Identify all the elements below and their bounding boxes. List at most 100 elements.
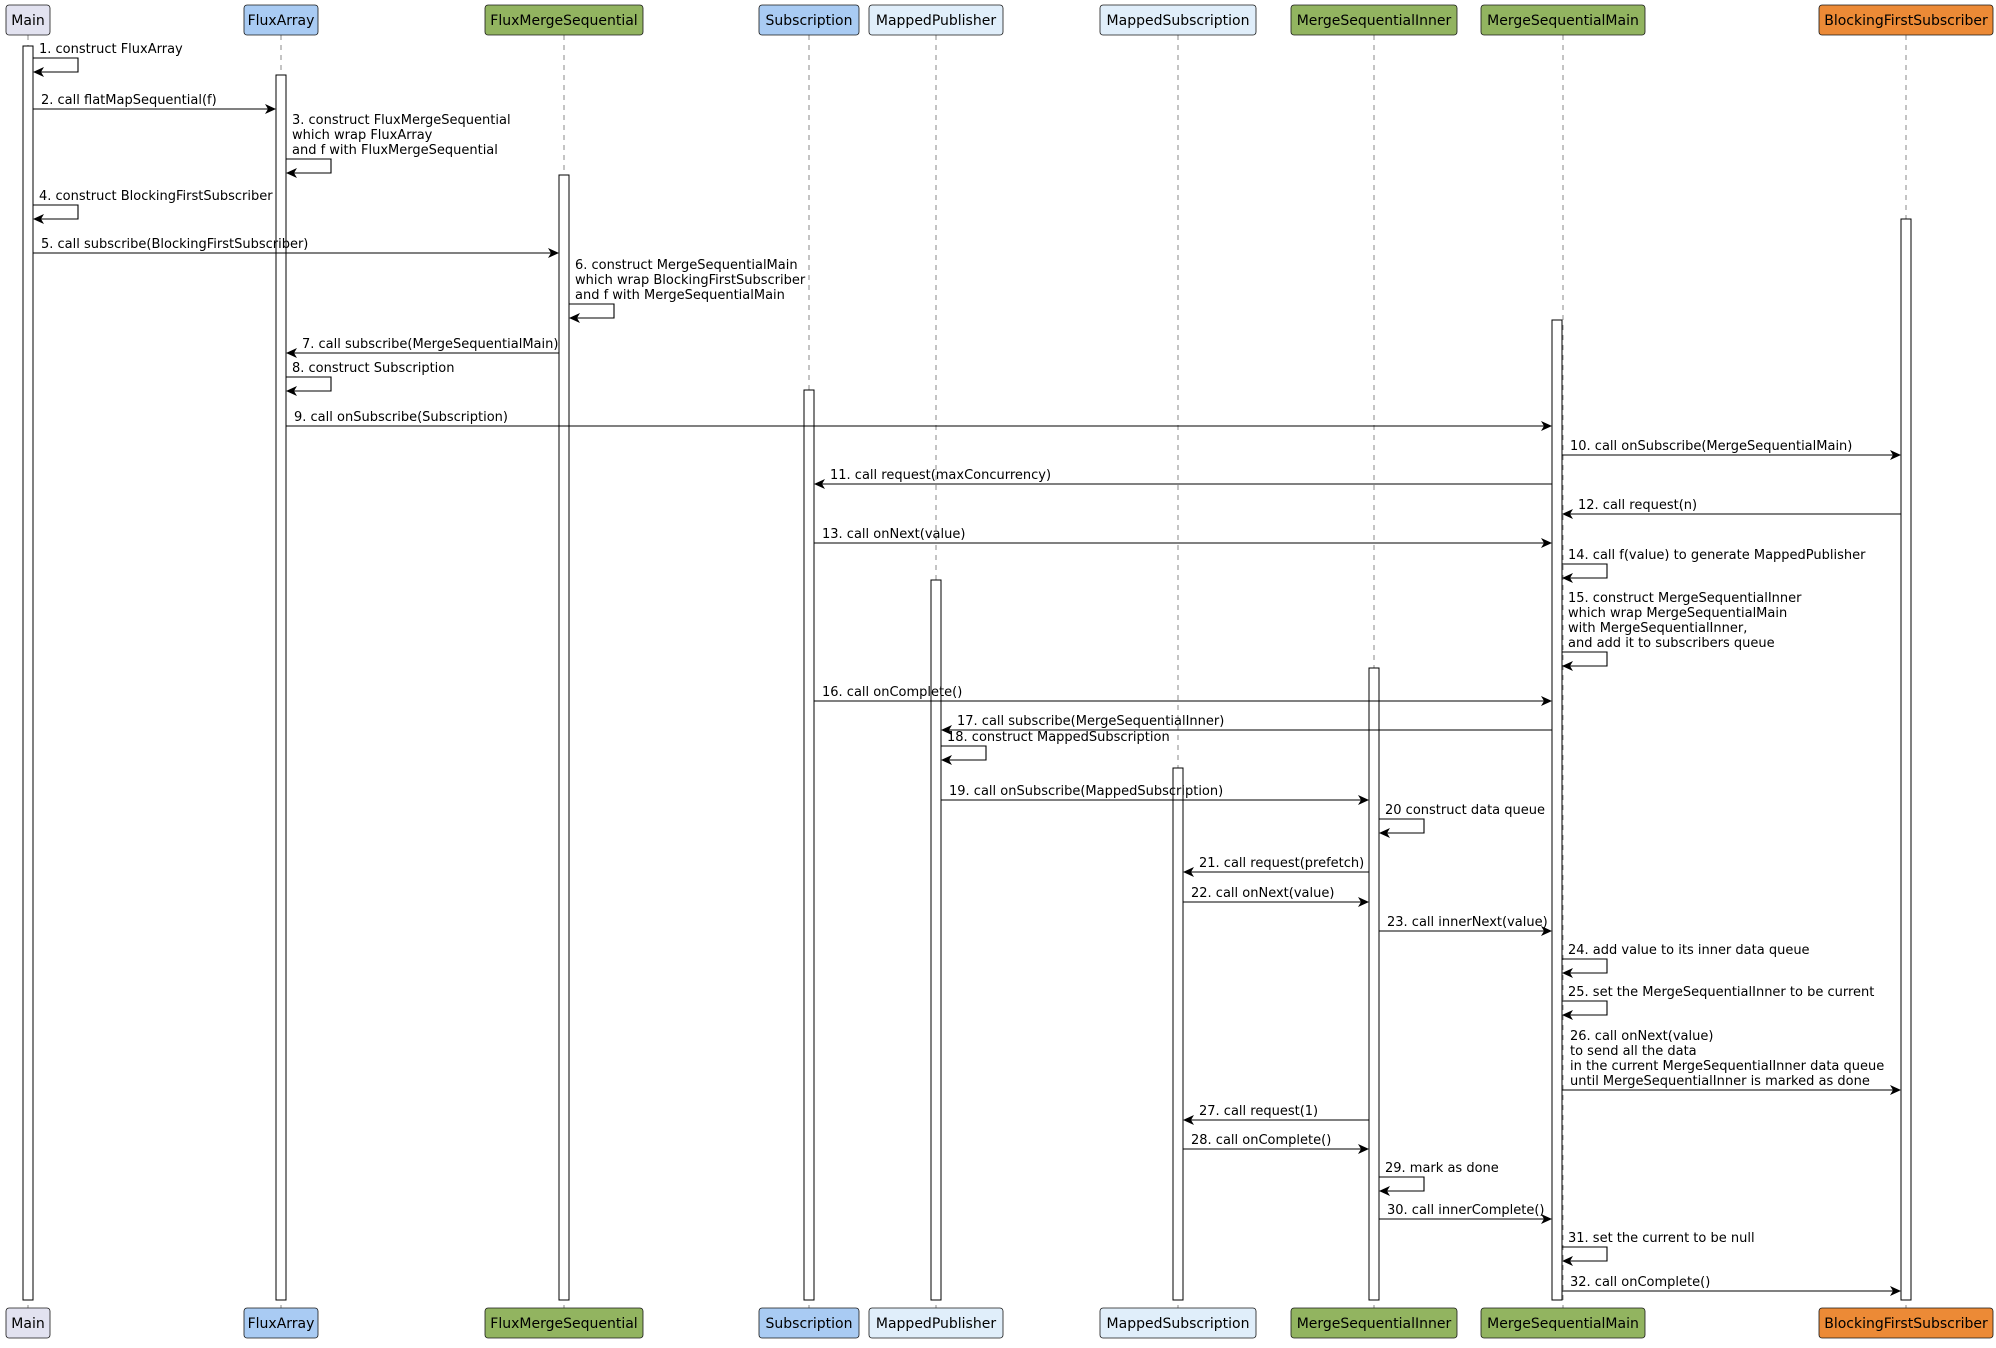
message-label: 31. set the current to be null <box>1568 1231 1755 1246</box>
message-11: 11. call request(maxConcurrency) <box>814 468 1552 489</box>
message-label: 14. call f(value) to generate MappedPubl… <box>1568 548 1866 563</box>
participant-top-MergeSequentialInner: MergeSequentialInner <box>1290 4 1458 36</box>
participant-label: FluxMergeSequential <box>490 1316 637 1332</box>
message-1: 1. construct FluxArray <box>33 42 183 77</box>
message-23: 23. call innerNext(value) <box>1379 915 1552 936</box>
message-label: in the current MergeSequentialInner data… <box>1570 1059 1884 1074</box>
message-label: which wrap FluxArray <box>292 128 433 143</box>
arrow-head <box>941 755 952 765</box>
message-label: 25. set the MergeSequentialInner to be c… <box>1568 985 1874 1000</box>
message-label: and f with MergeSequentialMain <box>575 288 785 303</box>
self-message-arrow <box>286 158 332 174</box>
self-message-arrow <box>941 745 987 761</box>
message-label: 22. call onNext(value) <box>1191 886 1334 901</box>
message-label: which wrap MergeSequentialMain <box>1568 606 1787 621</box>
participant-bottom-MappedPublisher: MappedPublisher <box>868 1307 1004 1339</box>
participant-bottom-Main: Main <box>5 1307 51 1339</box>
message-label: 20 construct data queue <box>1385 803 1545 818</box>
participant-bottom-FluxMergeSequential: FluxMergeSequential <box>484 1307 644 1339</box>
arrow-head <box>1379 1186 1390 1196</box>
participant-label: MappedPublisher <box>876 13 996 29</box>
arrow-head <box>548 248 559 258</box>
message-label: which wrap BlockingFirstSubscriber <box>575 273 806 288</box>
activation-bars <box>22 45 1912 1301</box>
participant-top-MergeSequentialMain: MergeSequentialMain <box>1480 4 1646 36</box>
message-label: 3. construct FluxMergeSequential <box>292 113 511 128</box>
participant-box <box>868 4 1004 36</box>
activation-bar-BlockingFirstSubscriber <box>1900 218 1912 1301</box>
participant-label: MappedPublisher <box>876 1316 996 1332</box>
activation-bar-MergeSequentialMain <box>1551 319 1563 1301</box>
message-30: 30. call innerComplete() <box>1379 1203 1552 1224</box>
participant-headers: MainMainFluxArrayFluxArrayFluxMergeSeque… <box>5 4 1994 1339</box>
message-22: 22. call onNext(value) <box>1183 886 1369 907</box>
message-14: 14. call f(value) to generate MappedPubl… <box>1562 548 1866 583</box>
arrow-head <box>1890 1286 1901 1296</box>
message-28: 28. call onComplete() <box>1183 1133 1369 1154</box>
participant-box <box>868 1307 1004 1339</box>
participant-box <box>1480 4 1646 36</box>
message-label: 26. call onNext(value) <box>1570 1029 1713 1044</box>
message-label: 5. call subscribe(BlockingFirstSubscribe… <box>41 237 308 252</box>
participant-box <box>1818 4 1994 36</box>
arrow-head <box>33 214 44 224</box>
message-4: 4. construct BlockingFirstSubscriber <box>33 189 273 224</box>
arrow-head <box>1358 1144 1369 1154</box>
message-17: 17. call subscribe(MergeSequentialInner) <box>941 714 1552 735</box>
participant-label: Subscription <box>766 1316 853 1332</box>
message-label: and f with FluxMergeSequential <box>292 143 498 158</box>
arrow-head <box>1379 828 1390 838</box>
activation-bar-Subscription <box>803 389 815 1301</box>
participant-top-MappedSubscription: MappedSubscription <box>1099 4 1257 36</box>
arrow-head <box>1562 1256 1573 1266</box>
participant-top-Main: Main <box>5 4 51 36</box>
arrow-head <box>286 386 297 396</box>
arrow-head <box>1541 926 1552 936</box>
arrow-head <box>1541 1214 1552 1224</box>
participant-label: FluxArray <box>248 1316 315 1332</box>
participant-label: FluxMergeSequential <box>490 13 637 29</box>
message-31: 31. set the current to be null <box>1562 1231 1755 1266</box>
arrow-head <box>941 725 952 735</box>
arrow-head <box>1541 696 1552 706</box>
participant-box <box>1290 4 1458 36</box>
self-message-arrow <box>1562 958 1608 974</box>
message-12: 12. call request(n) <box>1562 498 1901 519</box>
message-32: 32. call onComplete() <box>1562 1275 1901 1296</box>
message-label: 1. construct FluxArray <box>39 42 183 57</box>
arrow-head <box>286 348 297 358</box>
arrow-head <box>265 104 276 114</box>
message-label: 6. construct MergeSequentialMain <box>575 258 798 273</box>
participant-bottom-MergeSequentialInner: MergeSequentialInner <box>1290 1307 1458 1339</box>
message-5: 5. call subscribe(BlockingFirstSubscribe… <box>33 237 559 258</box>
participant-top-MappedPublisher: MappedPublisher <box>868 4 1004 36</box>
message-label: 27. call request(1) <box>1199 1104 1318 1119</box>
participant-box <box>1480 1307 1646 1339</box>
participant-label: MergeSequentialInner <box>1297 1316 1452 1332</box>
message-7: 7. call subscribe(MergeSequentialMain) <box>286 337 559 358</box>
message-10: 10. call onSubscribe(MergeSequentialMain… <box>1562 439 1901 460</box>
participant-box <box>5 1307 51 1339</box>
participant-bottom-FluxArray: FluxArray <box>243 1307 319 1339</box>
arrow-head <box>1890 450 1901 460</box>
participant-label: MergeSequentialMain <box>1487 13 1639 29</box>
arrow-head <box>33 67 44 77</box>
participant-label: Subscription <box>766 13 853 29</box>
self-message-arrow <box>33 204 79 220</box>
message-label: 8. construct Subscription <box>292 361 454 376</box>
message-label: 13. call onNext(value) <box>822 527 965 542</box>
arrow-head <box>1183 867 1194 877</box>
message-29: 29. mark as done <box>1379 1161 1499 1196</box>
participant-box <box>484 1307 644 1339</box>
message-16: 16. call onComplete() <box>814 685 1552 706</box>
arrow-head <box>1358 897 1369 907</box>
arrow-head <box>1541 421 1552 431</box>
message-label: 29. mark as done <box>1385 1161 1499 1176</box>
participant-box <box>243 4 319 36</box>
arrow-head <box>1541 538 1552 548</box>
message-label: 17. call subscribe(MergeSequentialInner) <box>957 714 1224 729</box>
participant-label: MergeSequentialMain <box>1487 1316 1639 1332</box>
participant-label: Main <box>11 13 44 29</box>
